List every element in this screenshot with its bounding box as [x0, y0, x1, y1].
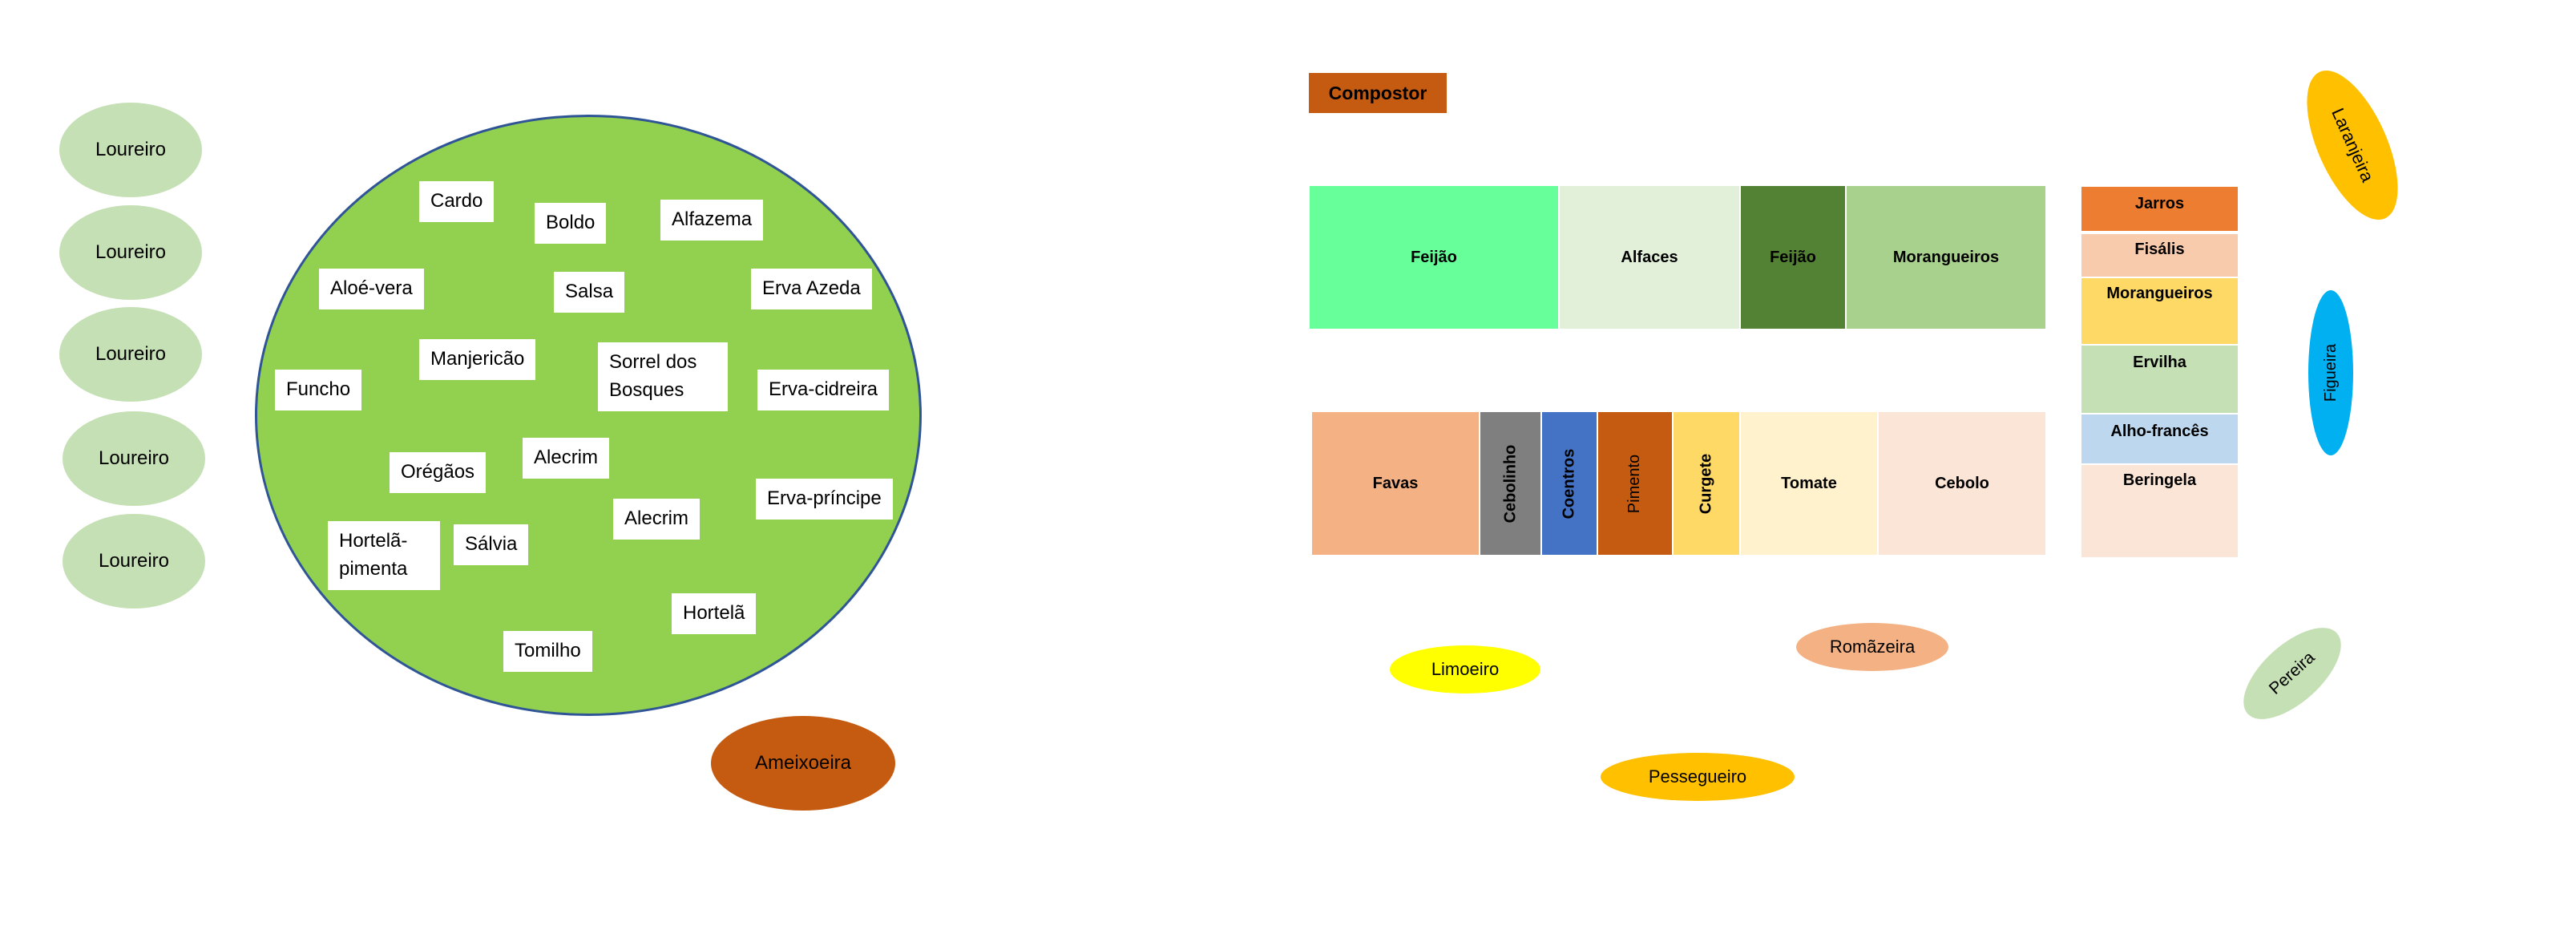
- laurel-tree: Loureiro: [59, 205, 202, 300]
- laurel-label: Loureiro: [98, 447, 170, 469]
- bed-pimento: Pimento: [1598, 412, 1672, 555]
- laurel-label: Loureiro: [95, 343, 167, 365]
- herb-hortela: Hortelã: [672, 593, 757, 634]
- herb-aloe-vera: Aloé-vera: [319, 269, 424, 309]
- herb-salvia: Sálvia: [454, 524, 529, 565]
- herb-erva-principe: Erva-príncipe: [756, 479, 893, 520]
- compost-bin: Compostor: [1309, 73, 1447, 113]
- bed-cebolinho: Cebolinho: [1480, 412, 1540, 555]
- orange-tree-label: Laranjeira: [2328, 105, 2378, 185]
- laurel-tree: Loureiro: [59, 103, 202, 197]
- bed-label: Alho-francês: [2110, 423, 2209, 440]
- bed-label: Curgete: [1697, 453, 1715, 514]
- bed-beringela: Beringela: [2081, 465, 2238, 557]
- herb-funcho: Funcho: [275, 370, 362, 410]
- laurel-label: Loureiro: [98, 550, 170, 572]
- bed-label: Fisális: [2134, 241, 2185, 258]
- bed-label: Beringela: [2122, 471, 2197, 489]
- herb-boldo: Boldo: [535, 203, 607, 244]
- pear-tree: Pereira: [2228, 612, 2356, 735]
- bed-jarros: Jarros: [2081, 187, 2238, 231]
- bed-ervilha: Ervilha: [2081, 346, 2238, 413]
- herb-alecrim: Alecrim: [613, 499, 701, 540]
- herb-sorrel: Sorrel dos Bosques: [598, 342, 728, 411]
- compost-bin-label: Compostor: [1328, 82, 1427, 103]
- bed-curgete: Curgete: [1674, 412, 1739, 555]
- orange-tree: Laranjeira: [2288, 58, 2417, 233]
- bed-morangueiros: Morangueiros: [1847, 186, 2045, 329]
- bed-label: Ervilha: [2133, 354, 2186, 371]
- herb-erva-azeda: Erva Azeda: [751, 269, 872, 309]
- bed-label: Alfaces: [1621, 248, 1678, 266]
- plum-tree: Ameixoeira: [711, 716, 895, 811]
- herb-erva-cidreira: Erva-cidreira: [757, 370, 890, 410]
- lemon-tree-label: Limoeiro: [1431, 659, 1500, 679]
- pomegranate-tree-label: Romãzeira: [1829, 637, 1916, 657]
- bed-label: Cebolo: [1935, 474, 1989, 492]
- bed-morangueiros-side: Morangueiros: [2081, 278, 2238, 344]
- bed-label: Pimento: [1625, 454, 1644, 513]
- bed-alfaces: Alfaces: [1560, 186, 1739, 329]
- herb-alfazema: Alfazema: [660, 200, 764, 241]
- peach-tree-label: Pessegueiro: [1648, 766, 1747, 786]
- bed-label: Feijão: [1770, 248, 1816, 266]
- lemon-tree: Limoeiro: [1390, 645, 1540, 693]
- pear-tree-label: Pereira: [2265, 648, 2319, 698]
- pomegranate-tree: Romãzeira: [1796, 623, 1948, 671]
- laurel-label: Loureiro: [95, 241, 167, 263]
- bed-label: Morangueiros: [1892, 248, 2000, 266]
- herb-oregaos: Orégãos: [390, 452, 487, 493]
- laurel-tree: Loureiro: [59, 307, 202, 402]
- bed-coentros: Coentros: [1542, 412, 1597, 555]
- bed-fisalis: Fisális: [2081, 234, 2238, 277]
- bed-feijao: Feijão: [1741, 186, 1845, 329]
- fig-tree: Figueira: [2308, 290, 2353, 455]
- laurel-tree: Loureiro: [63, 411, 205, 506]
- bed-label: Favas: [1372, 474, 1419, 492]
- bed-label: Tomate: [1781, 474, 1837, 492]
- peach-tree: Pessegueiro: [1601, 753, 1795, 801]
- bed-favas: Favas: [1312, 412, 1479, 555]
- bed-label: Coentros: [1560, 448, 1578, 519]
- herb-manjericao: Manjericão: [419, 339, 536, 380]
- bed-tomate: Tomate: [1741, 412, 1877, 555]
- laurel-label: Loureiro: [95, 139, 167, 160]
- bed-cebolo: Cebolo: [1879, 412, 2045, 555]
- plum-tree-label: Ameixoeira: [754, 752, 852, 774]
- herb-tomilho: Tomilho: [503, 631, 592, 672]
- bed-feijao: Feijão: [1310, 186, 1558, 329]
- bed-label: Jarros: [2134, 195, 2185, 212]
- herb-hortela-pimenta: Hortelã-pimenta: [328, 521, 440, 590]
- bed-label: Feijão: [1411, 248, 1457, 266]
- herb-cardo: Cardo: [419, 181, 495, 222]
- bed-alho-frances: Alho-francês: [2081, 414, 2238, 463]
- bed-label: Cebolinho: [1501, 444, 1520, 523]
- herb-alecrim: Alecrim: [523, 438, 610, 479]
- bed-label: Morangueiros: [2106, 285, 2213, 302]
- herb-salsa: Salsa: [554, 272, 625, 313]
- laurel-tree: Loureiro: [63, 514, 205, 609]
- fig-tree-label: Figueira: [2321, 343, 2340, 402]
